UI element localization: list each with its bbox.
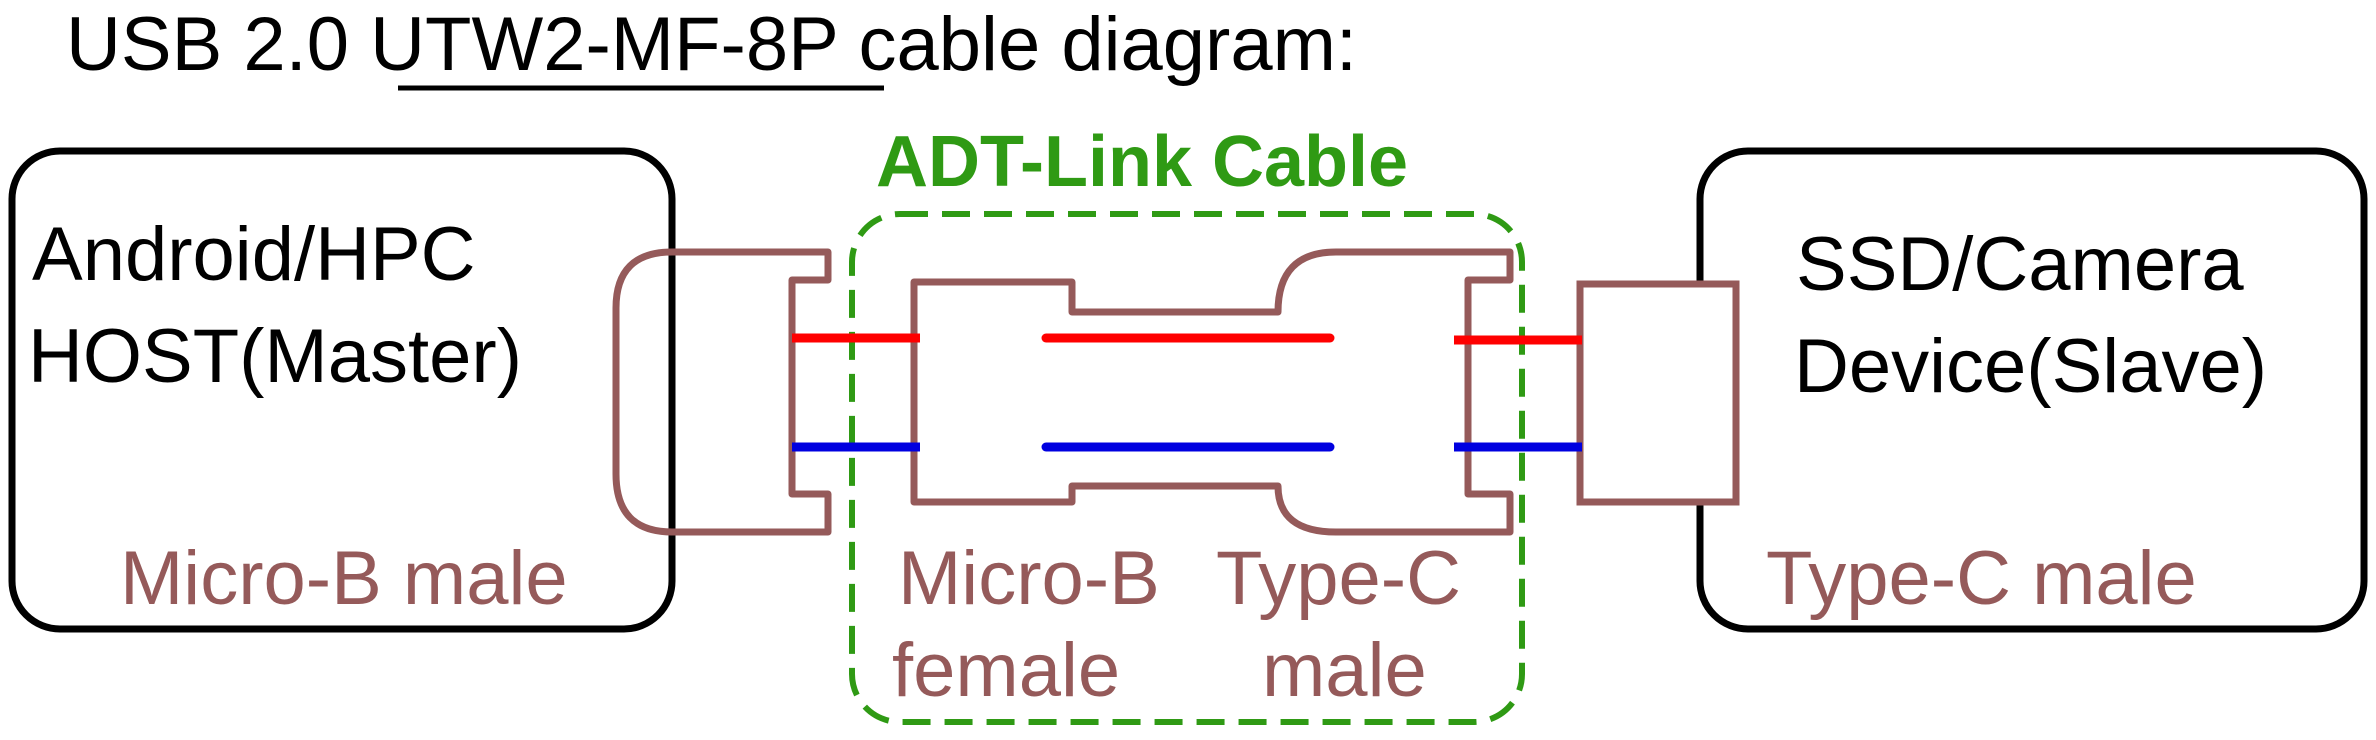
title-prefix: USB 2.0 — [66, 2, 370, 87]
adapter-right-label-line1: Type-C — [1216, 536, 1461, 621]
host-role: HOST(Master) — [28, 314, 522, 399]
host-box — [8, 147, 676, 633]
device-role: Device(Slave) — [1794, 324, 2267, 409]
diagram-title: USB 2.0 UTW2-MF-8P cable diagram: — [66, 2, 1357, 87]
adapter-left-label-line2: female — [892, 628, 1120, 713]
device-connector-label: Type-C male — [1766, 536, 2197, 621]
adapter-body — [910, 248, 1514, 536]
title-model: UTW2-MF-8P — [370, 2, 837, 87]
adapter-left-label-line1: Micro-B — [898, 536, 1160, 621]
cable-title: ADT-Link Cable — [876, 122, 1408, 202]
micro-b-male-plug — [612, 248, 832, 536]
cable-enclosure — [849, 211, 1525, 725]
device-name: SSD/Camera — [1796, 222, 2244, 307]
host-name: Android/HPC — [32, 212, 476, 297]
adapter-right-label-line2: male — [1262, 628, 1427, 713]
host-connector-label: Micro-B male — [120, 536, 568, 621]
type-c-receptacle — [1576, 280, 1740, 506]
title-suffix: cable diagram: — [837, 2, 1357, 87]
